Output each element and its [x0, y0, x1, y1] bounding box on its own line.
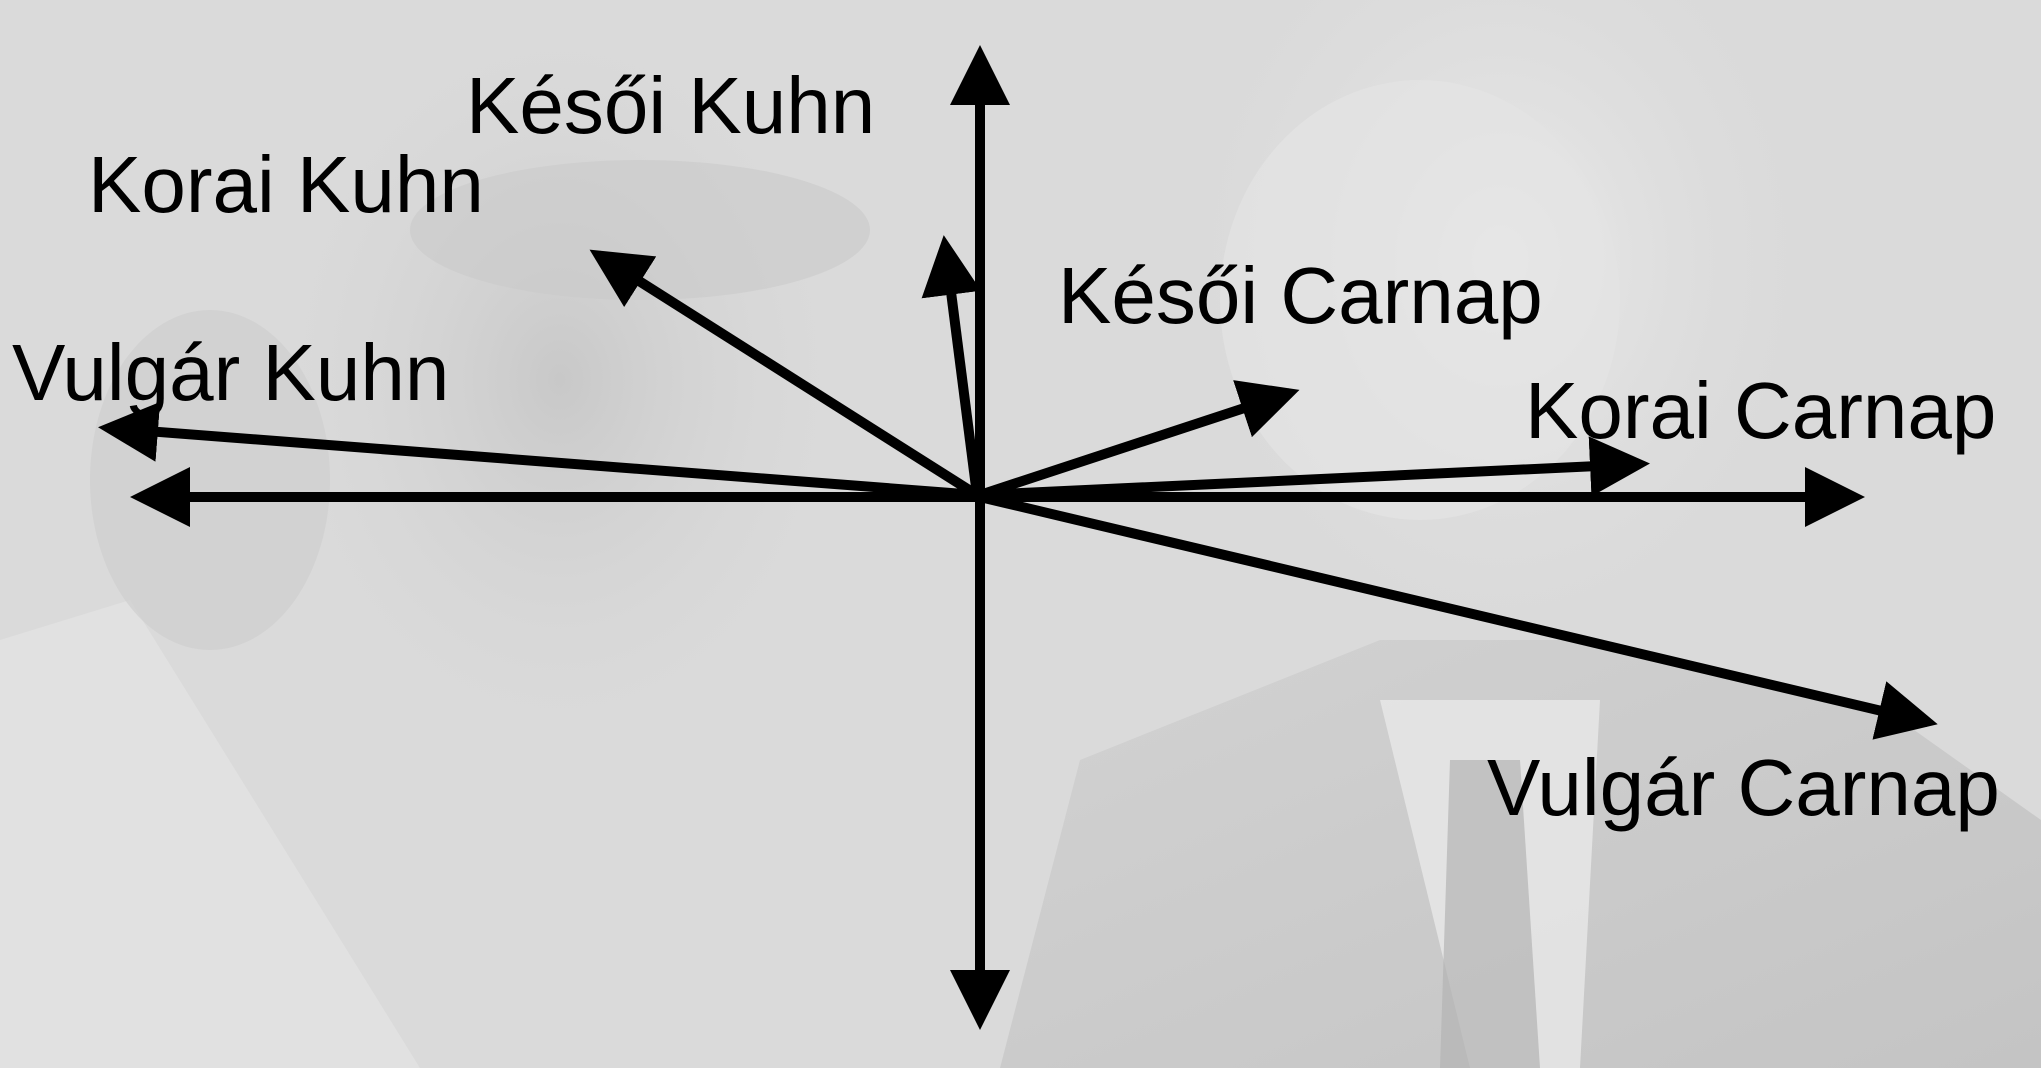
label-vulgar-kuhn: Vulgár Kuhn [12, 328, 449, 417]
vector-korai-kuhn [598, 255, 977, 495]
label-kesoi-carnap: Késői Carnap [1058, 251, 1543, 340]
vectors [108, 245, 1928, 722]
label-vulgar-carnap: Vulgár Carnap [1487, 743, 2000, 832]
vector-kesoi-kuhn [945, 245, 977, 495]
label-korai-carnap: Korai Carnap [1525, 366, 1996, 455]
label-kesoi-kuhn: Késői Kuhn [466, 61, 875, 150]
vector-korai-carnap [980, 464, 1640, 495]
vector-vulgar-kuhn [108, 428, 977, 495]
vector-vulgar-carnap [980, 497, 1928, 722]
label-korai-kuhn: Korai Kuhn [88, 140, 484, 229]
